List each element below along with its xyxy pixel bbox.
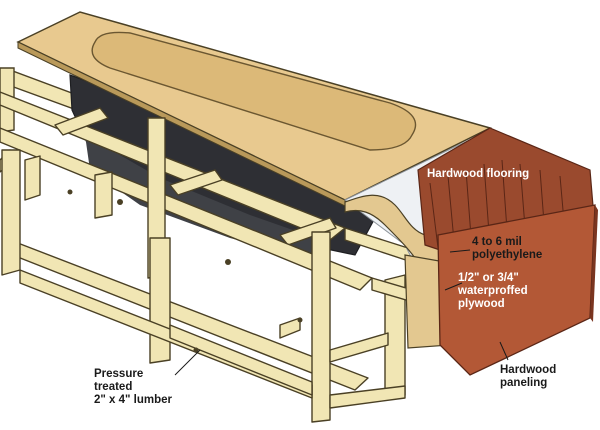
label-plywood-line3: plywood bbox=[458, 298, 505, 310]
leader-lines bbox=[174, 249, 509, 376]
label-plywood-line2: waterproffed bbox=[458, 285, 528, 297]
hardwood-paneling bbox=[437, 204, 598, 376]
label-lumber-line2: treated bbox=[94, 381, 133, 393]
label-polyethylene: 4 to 6 mil polyethylene bbox=[472, 236, 542, 262]
post-4 bbox=[311, 231, 331, 423]
label-poly-line1: 4 to 6 mil bbox=[472, 236, 522, 248]
tub-rim bbox=[91, 31, 417, 151]
label-paneling-line1: Hardwood bbox=[500, 364, 557, 376]
label-hardwood-flooring: Hardwood flooring bbox=[427, 168, 530, 180]
label-lumber: Pressure treated 2" x 4" lumber bbox=[94, 368, 172, 407]
label-poly-line2: polyethylene bbox=[472, 249, 543, 261]
post-3 bbox=[149, 237, 171, 364]
fastener-dots bbox=[67, 189, 303, 353]
tub-body-lower bbox=[85, 135, 330, 262]
bathtub bbox=[16, 11, 493, 262]
label-paneling-line2: paneling bbox=[500, 377, 548, 389]
label-lumber-line1: Pressure bbox=[94, 368, 144, 380]
label-plywood-line1: 1/2" or 3/4" bbox=[458, 272, 519, 284]
label-plywood: 1/2" or 3/4" waterproffed plywood bbox=[458, 272, 528, 311]
post-1 bbox=[1, 149, 21, 276]
front-frame bbox=[0, 91, 441, 423]
label-lumber-line3: 2" x 4" lumber bbox=[94, 394, 173, 406]
label-paneling: Hardwood paneling bbox=[500, 364, 556, 390]
